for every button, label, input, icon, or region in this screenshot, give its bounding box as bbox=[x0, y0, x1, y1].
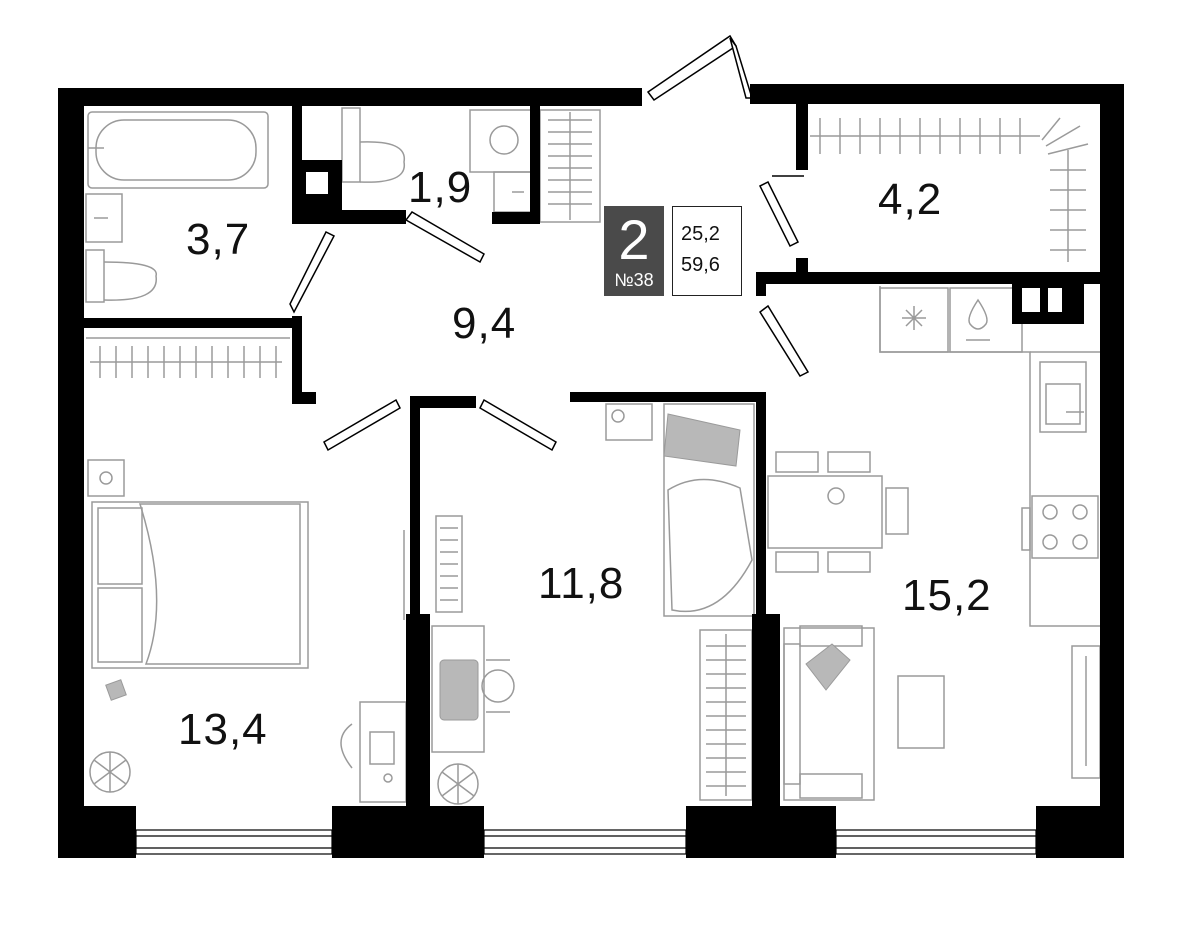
stove-icon bbox=[1021, 495, 1099, 559]
room-area-bathroom: 3,7 bbox=[186, 215, 251, 264]
room-area-bedroom: 13,4 bbox=[178, 705, 268, 754]
room-area-toilet: 1,9 bbox=[408, 163, 473, 212]
kitchen-counter bbox=[879, 286, 1100, 627]
desk-icon bbox=[431, 625, 515, 753]
doors bbox=[289, 34, 810, 452]
apartment-badge: 2 №38 bbox=[604, 206, 664, 296]
toilet-icon bbox=[341, 107, 405, 183]
closet-rail-icon bbox=[810, 117, 1089, 262]
dining-table-icon bbox=[767, 451, 909, 573]
desk-icon bbox=[340, 701, 407, 803]
furniture-fill bbox=[105, 413, 851, 721]
room-count: 2 bbox=[618, 208, 650, 271]
room-area-second-room: 11,8 bbox=[538, 559, 625, 608]
closet-rail-icon bbox=[86, 337, 290, 378]
area-summary: 25,2 59,6 bbox=[672, 206, 742, 296]
water-icon bbox=[966, 298, 990, 341]
closet-rail-icon bbox=[699, 629, 753, 801]
room-area-kitchen-living: 15,2 bbox=[902, 571, 992, 620]
plant-icon bbox=[89, 751, 131, 793]
fridge-icon bbox=[902, 306, 926, 330]
bed-icon bbox=[87, 459, 309, 669]
living-area: 25,2 bbox=[681, 223, 720, 245]
wall-cutouts bbox=[306, 172, 1062, 312]
sink-icon bbox=[1039, 361, 1087, 433]
bookshelf-icon bbox=[435, 515, 463, 613]
bathtub-icon bbox=[87, 111, 269, 189]
tv-icon bbox=[1071, 645, 1101, 779]
sofa-icon bbox=[783, 625, 945, 801]
toilet-icon bbox=[85, 249, 157, 303]
bed-icon bbox=[605, 403, 755, 617]
sink-icon bbox=[469, 109, 533, 213]
plant-icon bbox=[437, 763, 479, 805]
sink-icon bbox=[85, 193, 123, 243]
room-area-hall: 9,4 bbox=[452, 299, 517, 348]
apartment-number: №38 bbox=[614, 270, 654, 290]
fixtures bbox=[85, 107, 1101, 805]
room-area-wardrobe: 4,2 bbox=[878, 175, 943, 224]
shoe-rack-icon bbox=[539, 109, 601, 223]
windows bbox=[135, 829, 1037, 855]
total-area: 59,6 bbox=[681, 254, 720, 276]
